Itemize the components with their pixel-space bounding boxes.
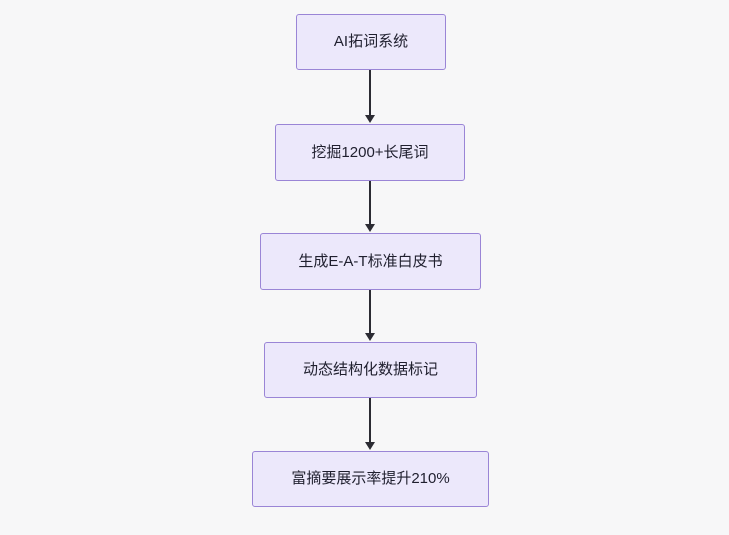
edge-n1-to-n2 [369,70,371,115]
edge-n3-to-n4 [369,290,371,333]
flow-node-label: 富摘要展示率提升210% [291,470,450,487]
flow-node-n1[interactable]: AI拓词系统 [296,14,446,70]
flow-node-label: 挖掘1200+长尾词 [311,143,429,161]
edge-n2-to-n3 [369,181,371,224]
arrowhead-n2-to-n3 [365,224,375,232]
flow-node-label: 生成E-A-T标准白皮书 [298,252,443,270]
flow-node-label: AI拓词系统 [333,33,409,50]
arrowhead-n1-to-n2 [365,115,375,123]
arrowhead-n4-to-n5 [365,442,375,450]
flow-node-n4[interactable]: 动态结构化数据标记 [264,342,477,398]
flow-node-label: 动态结构化数据标记 [302,361,438,378]
flow-node-n2[interactable]: 挖掘1200+长尾词 [275,124,465,181]
flow-node-n5[interactable]: 富摘要展示率提升210% [252,451,489,507]
flow-node-n3[interactable]: 生成E-A-T标准白皮书 [260,233,481,290]
edge-n4-to-n5 [369,398,371,442]
arrowhead-n3-to-n4 [365,333,375,341]
